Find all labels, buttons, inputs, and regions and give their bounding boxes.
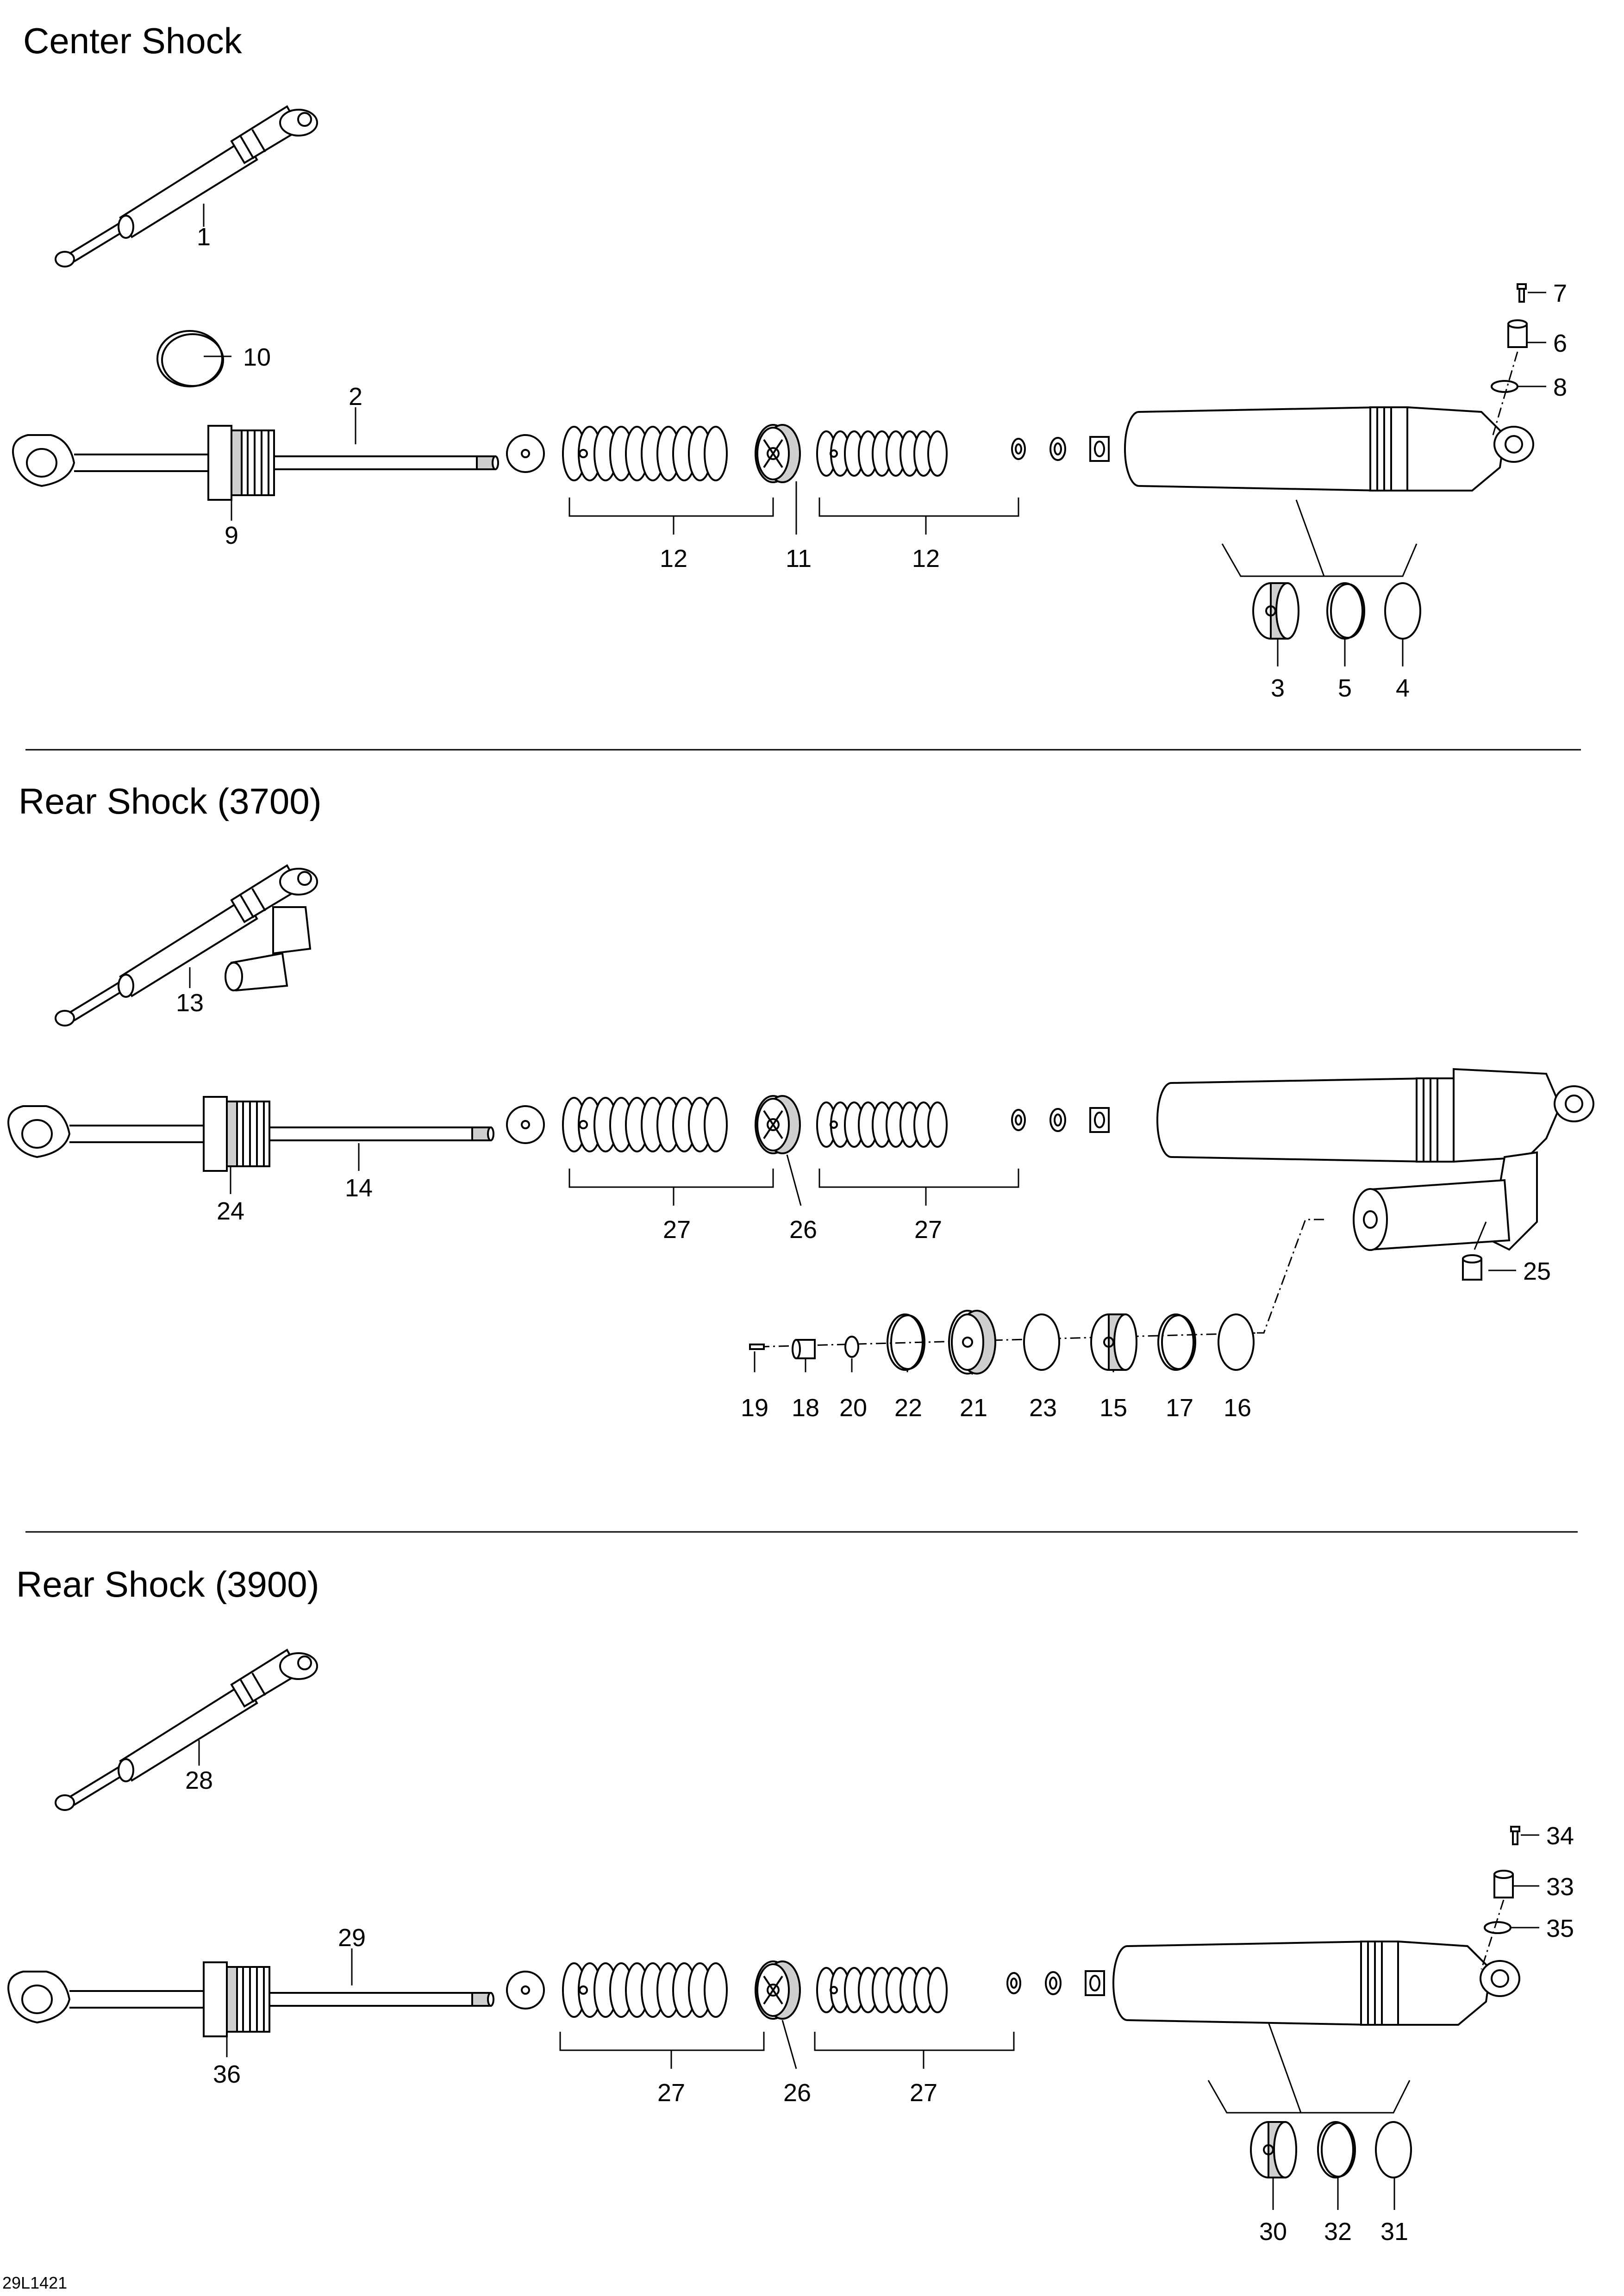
piston-cap-3: [1252, 582, 1299, 640]
body-reservoir-3700: [1156, 1068, 1594, 1251]
spring-stack-27-left: [562, 1962, 728, 2018]
nut-group: [1011, 436, 1110, 462]
body-reservoir: [1124, 406, 1534, 492]
washer: [506, 1105, 545, 1144]
piston-15: [1090, 1313, 1137, 1371]
nut-group: [1006, 1970, 1105, 1996]
callout-13: 13: [176, 989, 204, 1017]
callout-27-left: 27: [663, 1216, 691, 1244]
callout-10: 10: [243, 343, 271, 371]
section-title-center-shock: Center Shock: [23, 20, 243, 61]
valve-cap-18: [792, 1339, 816, 1359]
disc-4: [1384, 582, 1421, 640]
shaft-part-29: [7, 1961, 494, 2037]
callout-16: 16: [1224, 1394, 1251, 1422]
seal-35: [1484, 1921, 1512, 1934]
callout-9: 9: [225, 522, 238, 549]
ring-32: [1317, 2121, 1356, 2178]
spring-stack-27-right: [816, 1101, 948, 1148]
spring-stack-27-right: [816, 1967, 948, 2013]
seal-20: [844, 1336, 859, 1358]
valve-part-26: [755, 1095, 801, 1154]
screw-19: [749, 1344, 765, 1350]
disc-16: [1218, 1313, 1255, 1371]
callout-12-right: 12: [912, 545, 940, 572]
callout-19: 19: [741, 1394, 768, 1422]
callout-5: 5: [1338, 674, 1352, 702]
callout-27-left: 27: [657, 2079, 685, 2107]
disc-23: [1023, 1313, 1060, 1371]
thumb-reservoir: [225, 906, 312, 992]
callout-8: 8: [1553, 373, 1567, 401]
ring-17: [1157, 1313, 1196, 1371]
callout-2: 2: [349, 383, 362, 411]
callout-36: 36: [213, 2060, 241, 2088]
ring-part-10: [156, 330, 224, 387]
callout-24: 24: [217, 1197, 244, 1225]
screw-34: [1510, 1826, 1520, 1845]
callout-25: 25: [1523, 1257, 1551, 1285]
seal-8: [1491, 380, 1518, 393]
callout-33: 33: [1546, 1873, 1574, 1901]
callout-31: 31: [1380, 2218, 1408, 2246]
valve-cap-6: [1507, 319, 1528, 348]
shaft-part-14: [7, 1096, 494, 1172]
valve-cap-33: [1493, 1870, 1514, 1898]
callout-1: 1: [197, 223, 211, 251]
valve-cap-25: [1462, 1254, 1482, 1281]
disc-31: [1375, 2121, 1412, 2178]
callout-34: 34: [1546, 1822, 1574, 1850]
washer: [506, 1971, 545, 2010]
reservoir-cap-21: [948, 1310, 996, 1375]
center-shock-assembly: [55, 106, 318, 268]
callout-4: 4: [1396, 674, 1410, 702]
spring-stack-12-left: [562, 426, 728, 481]
callout-6: 6: [1553, 330, 1567, 357]
callout-29: 29: [338, 1924, 366, 1952]
callout-26: 26: [789, 1216, 817, 1244]
spring-stack-27-left: [562, 1097, 728, 1152]
valve-part-11: [755, 424, 801, 483]
callout-15: 15: [1099, 1394, 1127, 1422]
washer: [506, 434, 545, 473]
callout-23: 23: [1029, 1394, 1057, 1422]
callout-21: 21: [960, 1394, 987, 1422]
callout-30: 30: [1259, 2218, 1287, 2246]
shaft-part-2: [12, 425, 499, 501]
spring-stack-12-right: [816, 430, 948, 477]
callout-12-left: 12: [660, 545, 687, 572]
callout-22: 22: [894, 1394, 922, 1422]
callout-17: 17: [1166, 1394, 1193, 1422]
body-reservoir-3900: [1112, 1940, 1520, 2026]
callout-26: 26: [783, 2079, 811, 2107]
callout-32: 32: [1324, 2218, 1352, 2246]
callout-14: 14: [345, 1174, 373, 1202]
callout-27-right: 27: [914, 1216, 942, 1244]
callout-35: 35: [1546, 1915, 1574, 1942]
valve-part-26: [755, 1960, 801, 2020]
nut-group: [1011, 1107, 1110, 1133]
section-title-rear-shock-3700: Rear Shock (3700): [19, 781, 322, 821]
callout-18: 18: [792, 1394, 819, 1422]
section-title-rear-shock-3900: Rear Shock (3900): [16, 1564, 319, 1605]
callout-11: 11: [786, 545, 812, 572]
ring-5: [1326, 582, 1365, 640]
screw-7: [1517, 283, 1527, 303]
callout-7: 7: [1553, 280, 1567, 307]
drawing-reference: 29L1421: [2, 2273, 67, 2292]
callout-27-right: 27: [910, 2079, 937, 2107]
callout-20: 20: [839, 1394, 867, 1422]
piston-cap-30: [1250, 2121, 1297, 2178]
callout-28: 28: [185, 1767, 213, 1794]
callout-3: 3: [1271, 674, 1285, 702]
